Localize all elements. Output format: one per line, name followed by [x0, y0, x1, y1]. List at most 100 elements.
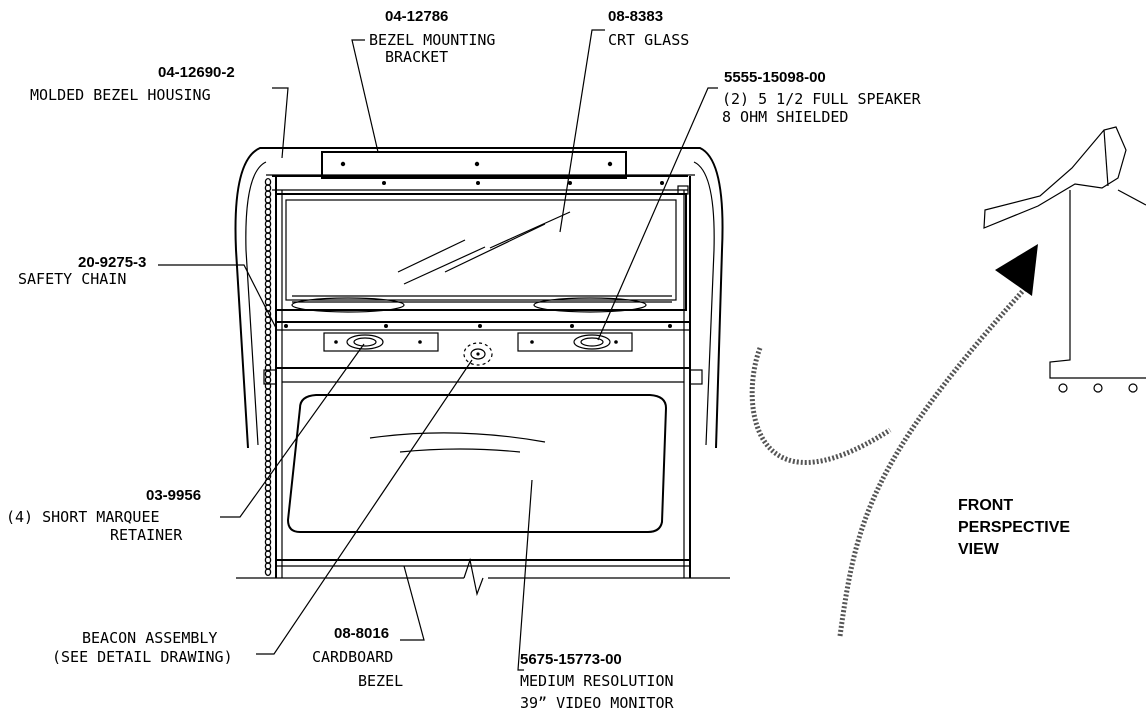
callout-molded-bezel-housing: 04-12690-2 MOLDED BEZEL HOUSING	[30, 64, 235, 104]
chain-link	[264, 489, 272, 499]
chain-link	[264, 213, 272, 223]
part-description: BEZEL	[358, 672, 403, 690]
chain-link	[264, 321, 272, 331]
part-number: 5675-15773-00	[520, 651, 622, 668]
perspective-arrow	[749, 244, 1038, 637]
chain-link	[264, 267, 272, 277]
view-label-line: VIEW	[958, 541, 1000, 558]
chain-link	[264, 399, 272, 409]
chain-link	[264, 231, 272, 241]
chain-link	[264, 393, 272, 403]
part-number: 08-8383	[608, 8, 663, 25]
chain-link	[264, 417, 272, 427]
chain-link	[264, 279, 272, 289]
crt-glass	[275, 193, 687, 311]
perspective-cabinet-sketch	[983, 126, 1146, 393]
callout-marquee-retainer: 03-9956 (4) SHORT MARQUEE RETAINER	[6, 487, 201, 544]
part-description: MOLDED BEZEL HOUSING	[30, 86, 211, 104]
chain-link	[264, 543, 272, 553]
chain-link	[264, 351, 272, 361]
view-label: FRONT PERSPECTIVE VIEW	[958, 497, 1070, 558]
bezel-mounting-bracket	[321, 151, 627, 179]
bezel-housing-outline	[234, 147, 724, 449]
chain-link	[264, 261, 272, 271]
view-label-line: FRONT	[958, 497, 1013, 514]
chain-link	[264, 201, 272, 211]
part-description: BEZEL MOUNTING	[369, 31, 495, 49]
callout-beacon-assembly: BEACON ASSEMBLY (SEE DETAIL DRAWING)	[52, 629, 233, 666]
chain-link	[264, 465, 272, 475]
chain-link	[264, 333, 272, 343]
safety-chain	[264, 177, 272, 577]
speaker-right	[517, 332, 633, 352]
chain-link	[264, 369, 272, 379]
callout-bezel-mounting-bracket: 04-12786 BEZEL MOUNTING BRACKET	[369, 8, 495, 66]
chain-link	[264, 195, 272, 205]
chain-link	[264, 507, 272, 517]
part-description: SAFETY CHAIN	[18, 270, 126, 288]
part-description: CRT GLASS	[608, 31, 689, 49]
chain-link	[264, 537, 272, 547]
chain-link	[264, 453, 272, 463]
chain-link	[264, 435, 272, 445]
callout-video-monitor: 5675-15773-00 MEDIUM RESOLUTION 39” VIDE…	[520, 651, 674, 712]
chain-link	[264, 315, 272, 325]
chain-link	[264, 183, 272, 193]
part-number: 04-12690-2	[158, 64, 235, 81]
chain-link	[264, 291, 272, 301]
chain-link	[264, 297, 272, 307]
chain-link	[264, 249, 272, 259]
speaker-left	[323, 332, 439, 352]
chain-link	[264, 345, 272, 355]
part-number: 20-9275-3	[78, 254, 146, 271]
chain-link	[264, 423, 272, 433]
chain-link	[264, 513, 272, 523]
chain-link	[264, 339, 272, 349]
chain-link	[264, 381, 272, 391]
chain-link	[264, 561, 272, 571]
part-description: BEACON ASSEMBLY	[82, 629, 217, 647]
chain-link	[264, 273, 272, 283]
chain-link	[264, 429, 272, 439]
chain-link	[264, 177, 272, 187]
callout-cardboard-bezel: 08-8016 CARDBOARD BEZEL	[312, 625, 403, 690]
callout-crt-glass: 08-8383 CRT GLASS	[608, 8, 689, 49]
chain-link	[264, 549, 272, 559]
chain-link	[264, 225, 272, 235]
chain-link	[264, 471, 272, 481]
part-description: BRACKET	[385, 48, 448, 66]
chain-link	[264, 441, 272, 451]
chain-link	[264, 219, 272, 229]
part-description: (4) SHORT MARQUEE	[6, 508, 160, 526]
chain-link	[264, 189, 272, 199]
chain-link	[264, 567, 272, 577]
chain-link	[264, 327, 272, 337]
part-number: 5555-15098-00	[724, 69, 826, 86]
chain-link	[264, 363, 272, 373]
callout-speaker: 5555-15098-00 (2) 5 1/2 FULL SPEAKER 8 O…	[722, 69, 922, 126]
chain-link	[264, 501, 272, 511]
part-number: 04-12786	[385, 8, 448, 25]
part-description: MEDIUM RESOLUTION	[520, 672, 674, 690]
part-description: 8 OHM SHIELDED	[722, 108, 848, 126]
chain-link	[264, 375, 272, 385]
part-description: (SEE DETAIL DRAWING)	[52, 648, 233, 666]
part-number: 03-9956	[146, 487, 201, 504]
leader-lines	[158, 29, 718, 671]
chain-link	[264, 357, 272, 367]
chain-link	[264, 459, 272, 469]
part-description: (2) 5 1/2 FULL SPEAKER	[722, 90, 922, 108]
chain-link	[264, 285, 272, 295]
chain-link	[264, 309, 272, 319]
video-monitor-screen	[286, 394, 668, 533]
chain-link	[264, 207, 272, 217]
cabinet-drawing	[234, 147, 730, 597]
chain-link	[264, 555, 272, 565]
chain-link	[264, 495, 272, 505]
beacon-assembly	[463, 342, 493, 366]
chain-link	[264, 519, 272, 529]
callout-safety-chain: 20-9275-3 SAFETY CHAIN	[18, 254, 146, 288]
chain-link	[264, 237, 272, 247]
chain-link	[264, 447, 272, 457]
